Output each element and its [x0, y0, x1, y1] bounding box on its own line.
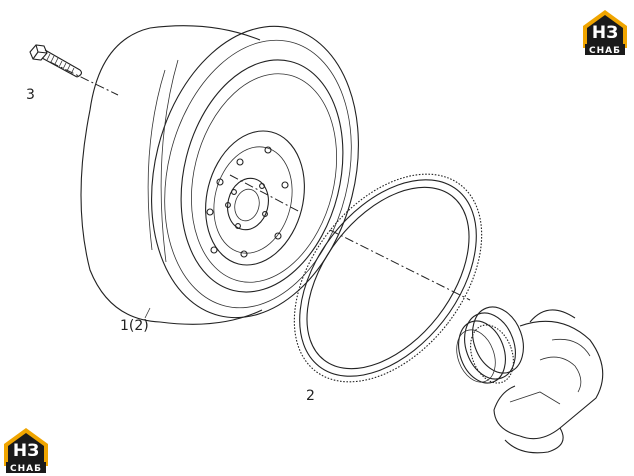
- callout-bolt: 3: [26, 87, 35, 103]
- logo-top-right: НЗ СНАБ: [583, 10, 627, 56]
- logo-sub-text: СНАБ: [10, 464, 42, 474]
- crankshaft: [456, 306, 604, 454]
- callout-flywheel: 1(2): [120, 318, 149, 334]
- flywheel: [80, 25, 359, 325]
- logo-main-text: НЗ: [13, 441, 39, 461]
- bolt: [29, 44, 82, 78]
- logo-main-text: НЗ: [592, 23, 618, 43]
- logo-bottom-left: НЗ СНАБ: [4, 428, 48, 474]
- ring-gear: [293, 173, 483, 383]
- logo-sub-text: СНАБ: [589, 46, 621, 56]
- callout-ring-gear: 2: [306, 388, 315, 404]
- flywheel-bolt-holes: [206, 146, 289, 258]
